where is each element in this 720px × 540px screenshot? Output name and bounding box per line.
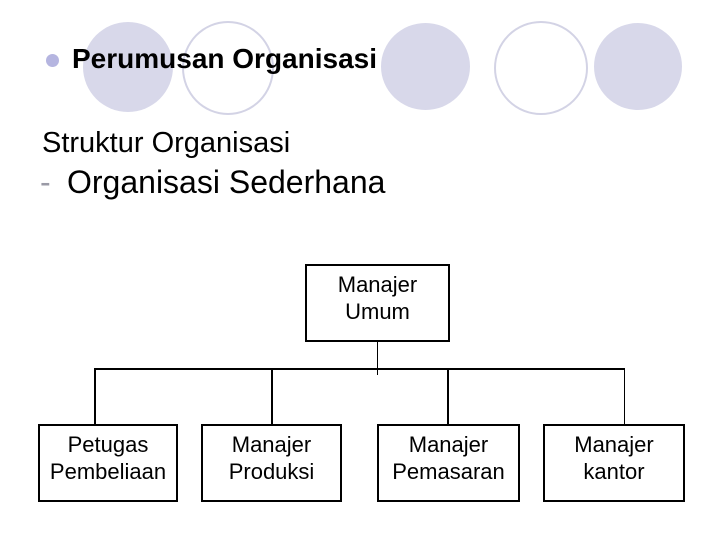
org-box-manajer-pemasaran: Manajer Pemasaran — [377, 424, 520, 502]
slide-title: Perumusan Organisasi — [72, 43, 378, 74]
decor-circle-filled-2 — [381, 23, 470, 110]
org-box-manajer-umum: Manajer Umum — [305, 264, 450, 342]
org-box-label: Petugas — [67, 432, 149, 457]
org-box-label: Pemasaran — [392, 459, 505, 484]
connector-drop-3 — [447, 368, 449, 425]
connector-root-stub — [376, 341, 378, 375]
org-box-label: Manajer — [337, 272, 418, 297]
decor-circle-outlined-2 — [494, 21, 588, 115]
org-box-label: Manajer — [231, 432, 312, 457]
org-box-label: Umum — [345, 299, 410, 324]
connector-drop-4 — [623, 368, 625, 433]
body-text-line2: Organisasi Sederhana — [67, 164, 386, 200]
decor-circle-outlined-1 — [182, 21, 274, 115]
org-box-label: Manajer — [574, 432, 654, 457]
dash-bullet-icon: - — [40, 164, 51, 200]
connector-horizontal — [94, 368, 625, 370]
bullet-icon — [46, 54, 59, 67]
org-box-label: kantor — [583, 459, 645, 484]
decor-circle-filled-3 — [594, 23, 682, 110]
decor-circle-filled-1 — [83, 22, 173, 112]
org-box-manajer-kantor: Manajer kantor — [543, 424, 685, 502]
body-text-line1: Struktur Organisasi — [42, 127, 291, 159]
org-box-manajer-produksi: Manajer Produksi — [201, 424, 342, 502]
connector-drop-2 — [271, 368, 273, 425]
org-box-label: Pembeliaan — [49, 459, 167, 484]
org-box-label: Produksi — [228, 459, 315, 484]
org-box-label: Manajer — [408, 432, 489, 457]
connector-drop-1 — [94, 368, 96, 428]
org-box-petugas-pembeliaan: Petugas Pembeliaan — [38, 424, 178, 502]
